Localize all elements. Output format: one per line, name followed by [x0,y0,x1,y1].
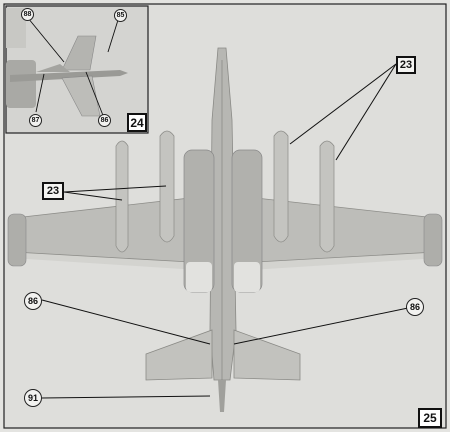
inset-callout-86: 86 [98,114,111,127]
inset-callout-88: 88 [21,8,34,21]
main-leaders [41,63,409,399]
main-step-number: 25 [418,408,442,428]
callout-86-left: 86 [24,292,42,310]
inset-callout-85: 85 [114,9,127,22]
aircraft-topview [7,47,443,412]
fuel-tanks [115,130,335,253]
right-stabilizer [233,329,301,381]
inset-step-number: 24 [127,113,147,132]
part-23-callout-left: 23 [42,182,64,200]
inset-callout-87: 87 [29,114,42,127]
inset-aircraft-closeup [6,8,128,117]
callout-86-right: 86 [406,298,424,316]
inset-leaders [27,17,119,119]
left-stabilizer [145,329,213,381]
callout-91: 91 [24,389,42,407]
part-23-callout-right: 23 [396,56,416,74]
